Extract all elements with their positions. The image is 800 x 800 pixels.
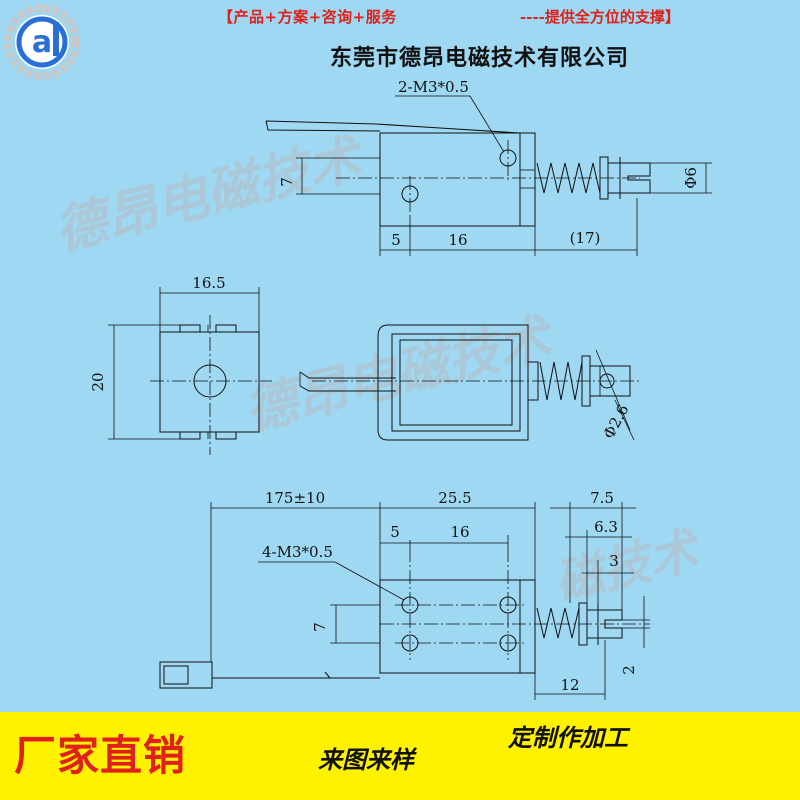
top-dim-5: 5 bbox=[391, 231, 401, 249]
bottom-hole-label: 4-M3*0.5 bbox=[262, 543, 333, 561]
bottom-dim-6-3: 6.3 bbox=[594, 518, 618, 536]
side-dim-phi-pin: Φ2.6 bbox=[600, 402, 633, 442]
bottom-dim-25-5: 25.5 bbox=[438, 489, 471, 507]
bottom-dim-5: 5 bbox=[390, 523, 400, 541]
top-dim-phi: Φ6 bbox=[682, 167, 700, 189]
footer-band bbox=[0, 712, 800, 800]
logo-letter: a bbox=[32, 25, 52, 60]
banner-services: 【产品+方案+咨询+服务 bbox=[218, 8, 397, 26]
end-view: 16.5 20 bbox=[89, 274, 272, 455]
bottom-dim-3: 3 bbox=[609, 552, 619, 570]
top-dim-height: 7 bbox=[278, 177, 296, 187]
footer-custom: 定制作加工 bbox=[508, 723, 628, 752]
bottom-view: 175±10 25.5 7.5 6.3 3 5 16 4-M3*0.5 7 2 … bbox=[159, 489, 650, 700]
watermark-3: 磁技术 bbox=[549, 521, 707, 611]
end-dim-width: 16.5 bbox=[192, 274, 225, 292]
top-dim-17: (17) bbox=[570, 229, 601, 247]
footer-sample: 来图来样 bbox=[318, 745, 414, 774]
logo-icon: a bbox=[4, 4, 80, 80]
bottom-dim-2: 2 bbox=[620, 665, 638, 675]
footer-factory-direct: 厂家直销 bbox=[14, 731, 187, 780]
banner-support: ----提供全方位的支撑】 bbox=[520, 8, 680, 26]
watermark-1: 德昂电磁技术 bbox=[48, 127, 370, 263]
top-hole-label: 2-M3*0.5 bbox=[398, 78, 469, 96]
bottom-dim-lead: 175±10 bbox=[265, 489, 325, 507]
company-name: 东莞市德昂电磁技术有限公司 bbox=[330, 45, 630, 71]
top-view: 2-M3*0.5 7 Φ6 5 16 (17) bbox=[265, 78, 712, 256]
end-dim-height: 20 bbox=[89, 372, 107, 391]
bottom-dim-16: 16 bbox=[450, 523, 469, 541]
top-dim-16: 16 bbox=[448, 231, 467, 249]
bottom-dim-7-5: 7.5 bbox=[590, 489, 614, 507]
technical-drawing: 德昂电磁技术 德昂电磁技术 磁技术 bbox=[48, 78, 712, 700]
bottom-dim-12: 12 bbox=[560, 676, 579, 694]
bottom-dim-height: 7 bbox=[311, 622, 329, 632]
